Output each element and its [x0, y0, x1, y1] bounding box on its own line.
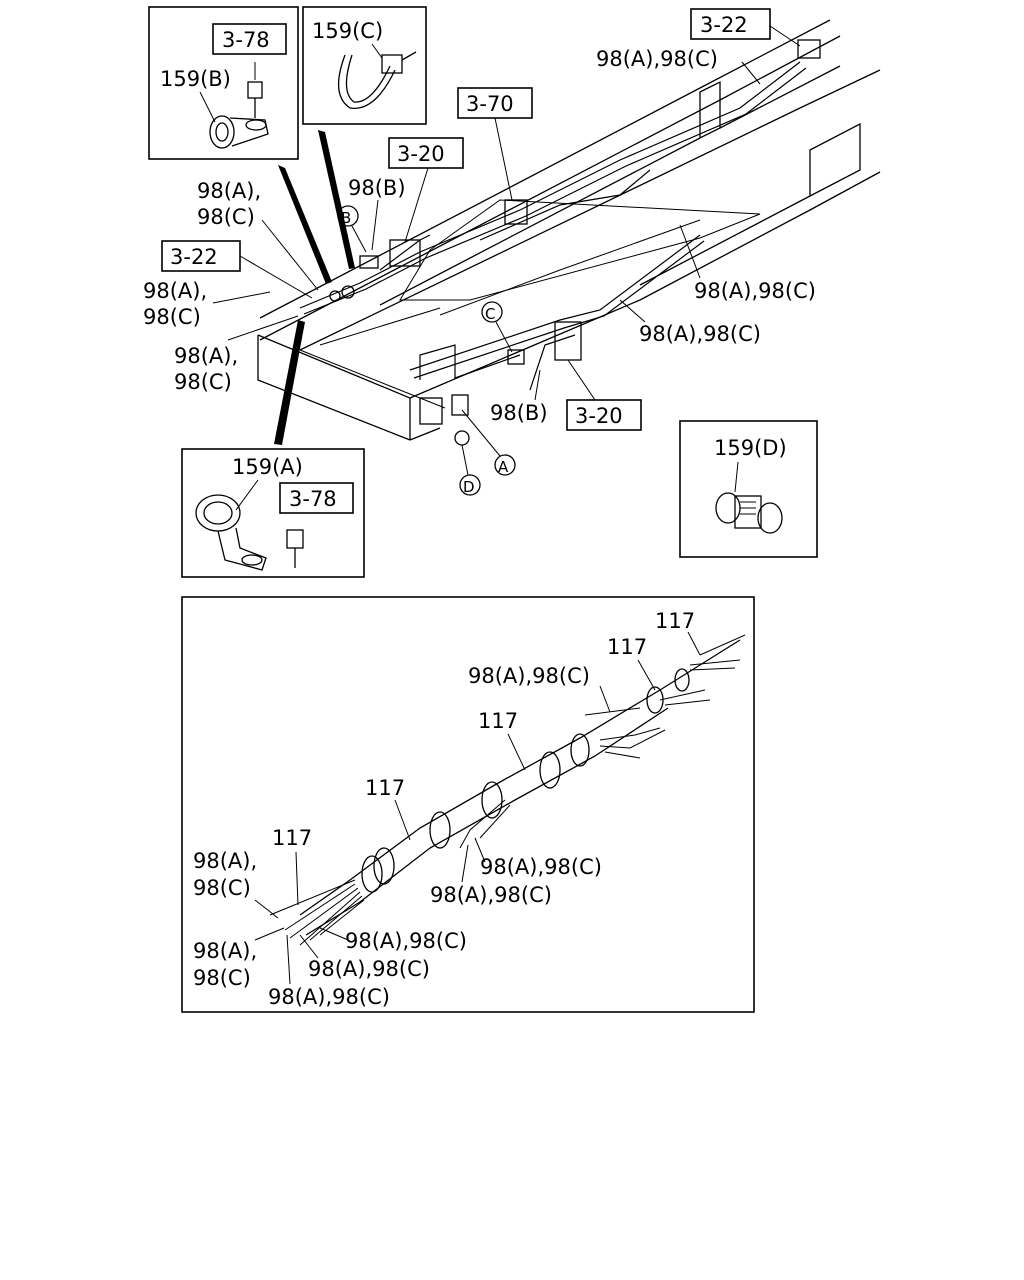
part-label-159c: 159(C) — [312, 19, 383, 43]
upper-labels: 3-22 98(A),98(C) 3-70 3-20 98(B) B 98(A)… — [143, 8, 816, 496]
ref-label-3-20-lower: 3-20 — [575, 404, 623, 428]
part-label-98a-p6: 98(A), — [193, 939, 257, 963]
inset-159c: 159(C) — [302, 6, 427, 125]
callout-marker-c — [481, 301, 503, 323]
part-label-98a-left-mid: 98(A), — [143, 279, 207, 303]
marker-label-d: D — [463, 478, 475, 496]
part-label-117-b: 117 — [607, 635, 647, 659]
part-label-98c-left-upper: 98(C) — [197, 205, 255, 229]
part-label-159b: 159(B) — [160, 67, 231, 91]
detail-pointers — [274, 130, 355, 445]
ref-label-3-70: 3-70 — [466, 92, 514, 116]
ref-label-3-22-left: 3-22 — [170, 245, 218, 269]
part-label-117-c: 117 — [478, 709, 518, 733]
part-label-98ac-right-upper: 98(A),98(C) — [694, 279, 816, 303]
part-label-98c-left-lower: 98(C) — [174, 370, 232, 394]
ref-box-3-78 — [279, 482, 354, 514]
part-label-98ac-p8: 98(A),98(C) — [268, 985, 390, 1009]
ref-box-3-78 — [212, 23, 287, 55]
marker-label-b: B — [341, 209, 351, 227]
ref-label-3-78: 3-78 — [222, 28, 270, 52]
harness-detail-panel: 117 117 98(A),98(C) 117 117 117 98(A),98… — [181, 596, 755, 1013]
part-label-98ac-p5: 98(A),98(C) — [345, 929, 467, 953]
part-label-117-d: 117 — [365, 776, 405, 800]
callout-marker-a — [494, 454, 516, 476]
ref-box-3-70 — [457, 87, 533, 119]
part-label-98ac-p2: 98(A),98(C) — [480, 855, 602, 879]
part-label-98ac-top: 98(A),98(C) — [596, 47, 718, 71]
part-label-98c-p6: 98(C) — [193, 966, 251, 990]
part-label-98b-upper: 98(B) — [348, 176, 406, 200]
ref-box-3-22-top — [690, 8, 771, 40]
ref-label-3-20-upper: 3-20 — [397, 142, 445, 166]
inset-159b: 3-78 159(B) — [148, 6, 299, 160]
ref-label-3-22-top: 3-22 — [700, 13, 748, 37]
part-label-98c-p4: 98(C) — [193, 876, 251, 900]
marker-label-a: A — [498, 458, 509, 476]
inset-159d: 159(D) — [679, 420, 818, 558]
part-label-98b-lower: 98(B) — [490, 401, 548, 425]
part-label-159a: 159(A) — [232, 455, 303, 479]
callout-marker-d — [459, 474, 481, 496]
inset-159a: 159(A) 3-78 — [181, 448, 365, 578]
ref-box-3-22-left — [161, 240, 241, 272]
ref-box-3-20-lower — [566, 399, 642, 431]
part-label-98a-p4: 98(A), — [193, 849, 257, 873]
part-label-98a-left-lower: 98(A), — [174, 344, 238, 368]
part-label-117-a: 117 — [655, 609, 695, 633]
ref-label-3-78-a: 3-78 — [289, 487, 337, 511]
part-label-98ac-p3: 98(A),98(C) — [430, 883, 552, 907]
part-label-98ac-right-lower: 98(A),98(C) — [639, 322, 761, 346]
callout-marker-b — [337, 205, 359, 227]
marker-label-c: C — [485, 305, 495, 323]
part-label-117-e: 117 — [272, 826, 312, 850]
part-label-159d: 159(D) — [714, 436, 787, 460]
part-label-98ac-p7: 98(A),98(C) — [308, 957, 430, 981]
ref-box-3-20-upper — [388, 137, 464, 169]
part-label-98ac-p1: 98(A),98(C) — [468, 664, 590, 688]
part-label-98a-left-upper: 98(A), — [197, 179, 261, 203]
part-label-98c-left-mid: 98(C) — [143, 305, 201, 329]
